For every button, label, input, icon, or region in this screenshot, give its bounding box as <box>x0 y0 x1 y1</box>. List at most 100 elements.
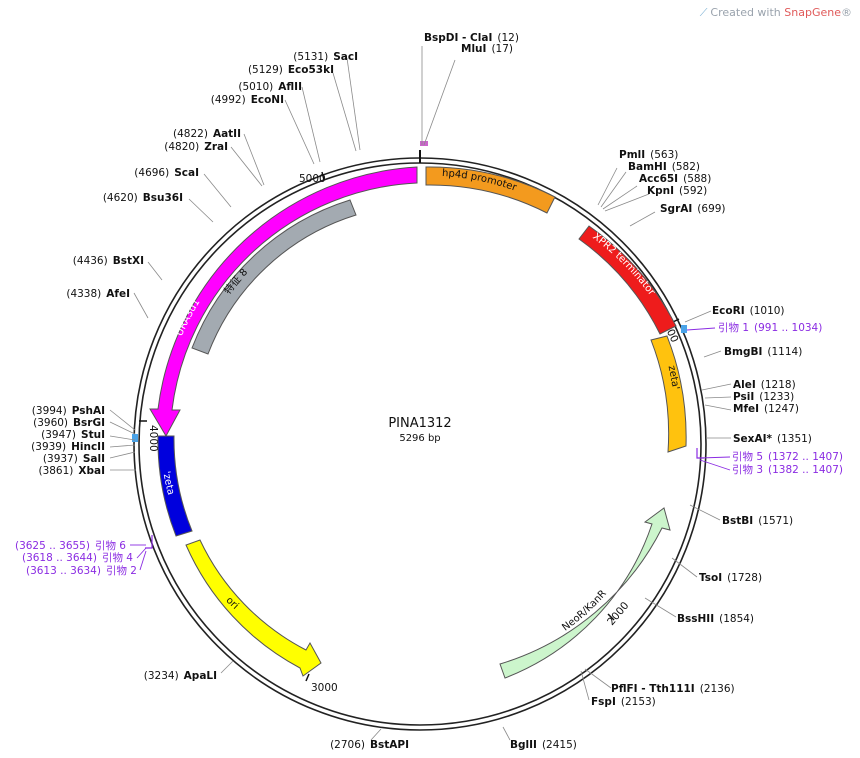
site-fspi[interactable]: FspI(2153) <box>591 696 656 708</box>
site-pshai[interactable]: (3994)PshAI <box>32 405 105 417</box>
site-sexai[interactable]: SexAI*(1351) <box>733 433 812 445</box>
site-afei[interactable]: (4338)AfeI <box>66 288 130 300</box>
site-mfei[interactable]: MfeI(1247) <box>733 403 799 415</box>
site-bspdi[interactable]: BspDI - ClaI(12) <box>424 32 519 44</box>
site-sgrai[interactable]: SgrAI(699) <box>660 203 726 215</box>
snapgene-logo-icon: ⟋ <box>699 6 708 19</box>
leader-afei <box>133 292 149 319</box>
primer1-bind-mark <box>681 325 687 333</box>
leader-alei <box>701 383 732 391</box>
zeta-left-label: 'zeta <box>160 470 176 496</box>
xpr2-terminator-arrow[interactable] <box>578 225 677 335</box>
leader-pflfi <box>584 668 612 689</box>
site-bglii[interactable]: BglII(2415) <box>510 739 577 751</box>
site-kpni[interactable]: KpnI(592) <box>647 185 707 197</box>
leader-stui <box>109 435 136 441</box>
primer2-label[interactable]: (3613 .. 3634)引物 2 <box>26 564 137 577</box>
zeta-right-label: zeta' <box>666 364 681 390</box>
ori-arrow[interactable] <box>185 539 322 677</box>
watermark-suffix: ® <box>841 6 852 19</box>
site-psii[interactable]: PsiI(1233) <box>733 391 794 403</box>
leader-scai <box>203 173 232 208</box>
leader-acc65i <box>602 185 638 210</box>
site-xbai[interactable]: (3861)XbaI <box>38 465 105 477</box>
site-alei[interactable]: AleI(1218) <box>733 379 796 391</box>
site-apali[interactable]: (3234)ApaLI <box>144 670 217 682</box>
site-econi[interactable]: (4992)EcoNI <box>211 94 284 106</box>
primer6-label[interactable]: (3625 .. 3655)引物 6 <box>15 539 126 552</box>
site-sali[interactable]: (3937)SalI <box>43 453 105 465</box>
site-bmgbi[interactable]: BmgBI(1114) <box>724 346 802 358</box>
site-aatii[interactable]: (4822)AatII <box>173 128 241 140</box>
site-bamhi[interactable]: BamHI(582) <box>628 161 700 173</box>
backbone-outer <box>133 157 707 731</box>
zeta-left-arrow[interactable] <box>157 435 193 537</box>
site-bsshii[interactable]: BssHII(1854) <box>677 613 754 625</box>
leader-lines <box>109 46 732 741</box>
site-ecori[interactable]: EcoRI(1010) <box>712 305 785 317</box>
primer1-label[interactable]: 引物 1(991 .. 1034) <box>718 321 822 334</box>
leader-bstxi <box>147 261 163 281</box>
site-pmli[interactable]: PmlI(563) <box>619 149 678 161</box>
site-saci[interactable]: (5131)SacI <box>293 51 358 63</box>
leader-mfei <box>704 404 732 411</box>
watermark-prefix: Created with <box>710 6 785 19</box>
tick-2000 <box>607 613 615 621</box>
site-stui[interactable]: (3947)StuI <box>41 429 105 441</box>
site-aflii[interactable]: (5010)AflII <box>238 81 302 93</box>
leader-primer2 <box>139 550 147 571</box>
site-acc65i[interactable]: Acc65I(588) <box>639 173 711 185</box>
plasmid-length: 5296 bp <box>399 433 440 444</box>
hp4d-promoter-arrow[interactable] <box>425 166 556 214</box>
site-tsoi[interactable]: TsoI(1728) <box>699 572 762 584</box>
ruler-label-2000: 2000 <box>605 600 631 628</box>
leader-primer4 <box>136 547 147 559</box>
watermark-brand: SnapGene <box>784 6 841 19</box>
ruler-label-5000: 5000 <box>299 173 326 185</box>
site-bstxi[interactable]: (4436)BstXI <box>73 255 144 267</box>
leader-psii <box>704 396 732 399</box>
leader-econi <box>284 99 315 165</box>
primer3-label[interactable]: 引物 3(1382 .. 1407) <box>732 463 843 476</box>
leader-bsrgi <box>109 421 136 435</box>
primer5-label[interactable]: 引物 5(1372 .. 1407) <box>732 450 843 463</box>
leader-primer5 <box>699 456 731 459</box>
primer4-label[interactable]: (3618 .. 3644)引物 4 <box>22 551 133 564</box>
leader-ecori <box>684 310 712 323</box>
xpr2-terminator-label: XPR2 terminator <box>590 231 657 298</box>
leader-bamhi <box>600 171 627 208</box>
site-bstapi[interactable]: (2706)BstAPI <box>330 739 409 751</box>
leader-aflii <box>301 86 321 163</box>
cla-mlu-site-mark <box>420 141 428 146</box>
zeta-right-arrow[interactable] <box>650 335 687 453</box>
site-bstbi[interactable]: BstBI(1571) <box>722 515 793 527</box>
feature8-arrow[interactable] <box>191 199 357 355</box>
snapgene-watermark: ⟋Created with SnapGene® <box>700 6 852 20</box>
site-zrai[interactable]: (4820)ZraI <box>164 141 228 153</box>
leader-primer3 <box>699 459 731 471</box>
leader-bmgbi <box>703 350 722 358</box>
tick-3000 <box>305 673 310 682</box>
ruler-label-4000: 4000 <box>147 425 159 452</box>
site-hincii[interactable]: (3939)HincII <box>31 441 105 453</box>
leader-fspi <box>580 670 590 701</box>
leader-apali <box>220 660 234 674</box>
leader-pmli <box>597 167 618 206</box>
site-eco53ki[interactable]: (5129)Eco53kI <box>248 64 334 76</box>
site-bsrgi[interactable]: (3960)BsrGI <box>33 417 105 429</box>
site-bsu36i[interactable]: (4620)Bsu36I <box>103 192 183 204</box>
leader-bsu36i <box>188 198 214 223</box>
neor-kanr-arrow[interactable] <box>499 507 671 679</box>
site-scai[interactable]: (4696)ScaI <box>134 167 199 179</box>
leader-tsoi <box>671 557 698 578</box>
primer-left-bind-mark <box>132 434 138 442</box>
leader-sali <box>109 451 136 459</box>
leader-bglii <box>502 726 511 741</box>
site-mlui[interactable]: MluI(17) <box>461 43 513 55</box>
primer6-marker <box>145 535 153 549</box>
leader-eco53ki <box>332 72 357 152</box>
ura3d1-arrow[interactable] <box>149 166 418 438</box>
site-pflfi[interactable]: PflFI - Tth111I(2136) <box>611 683 735 695</box>
leader-kpni <box>604 193 650 212</box>
tick-5000 <box>321 171 325 181</box>
